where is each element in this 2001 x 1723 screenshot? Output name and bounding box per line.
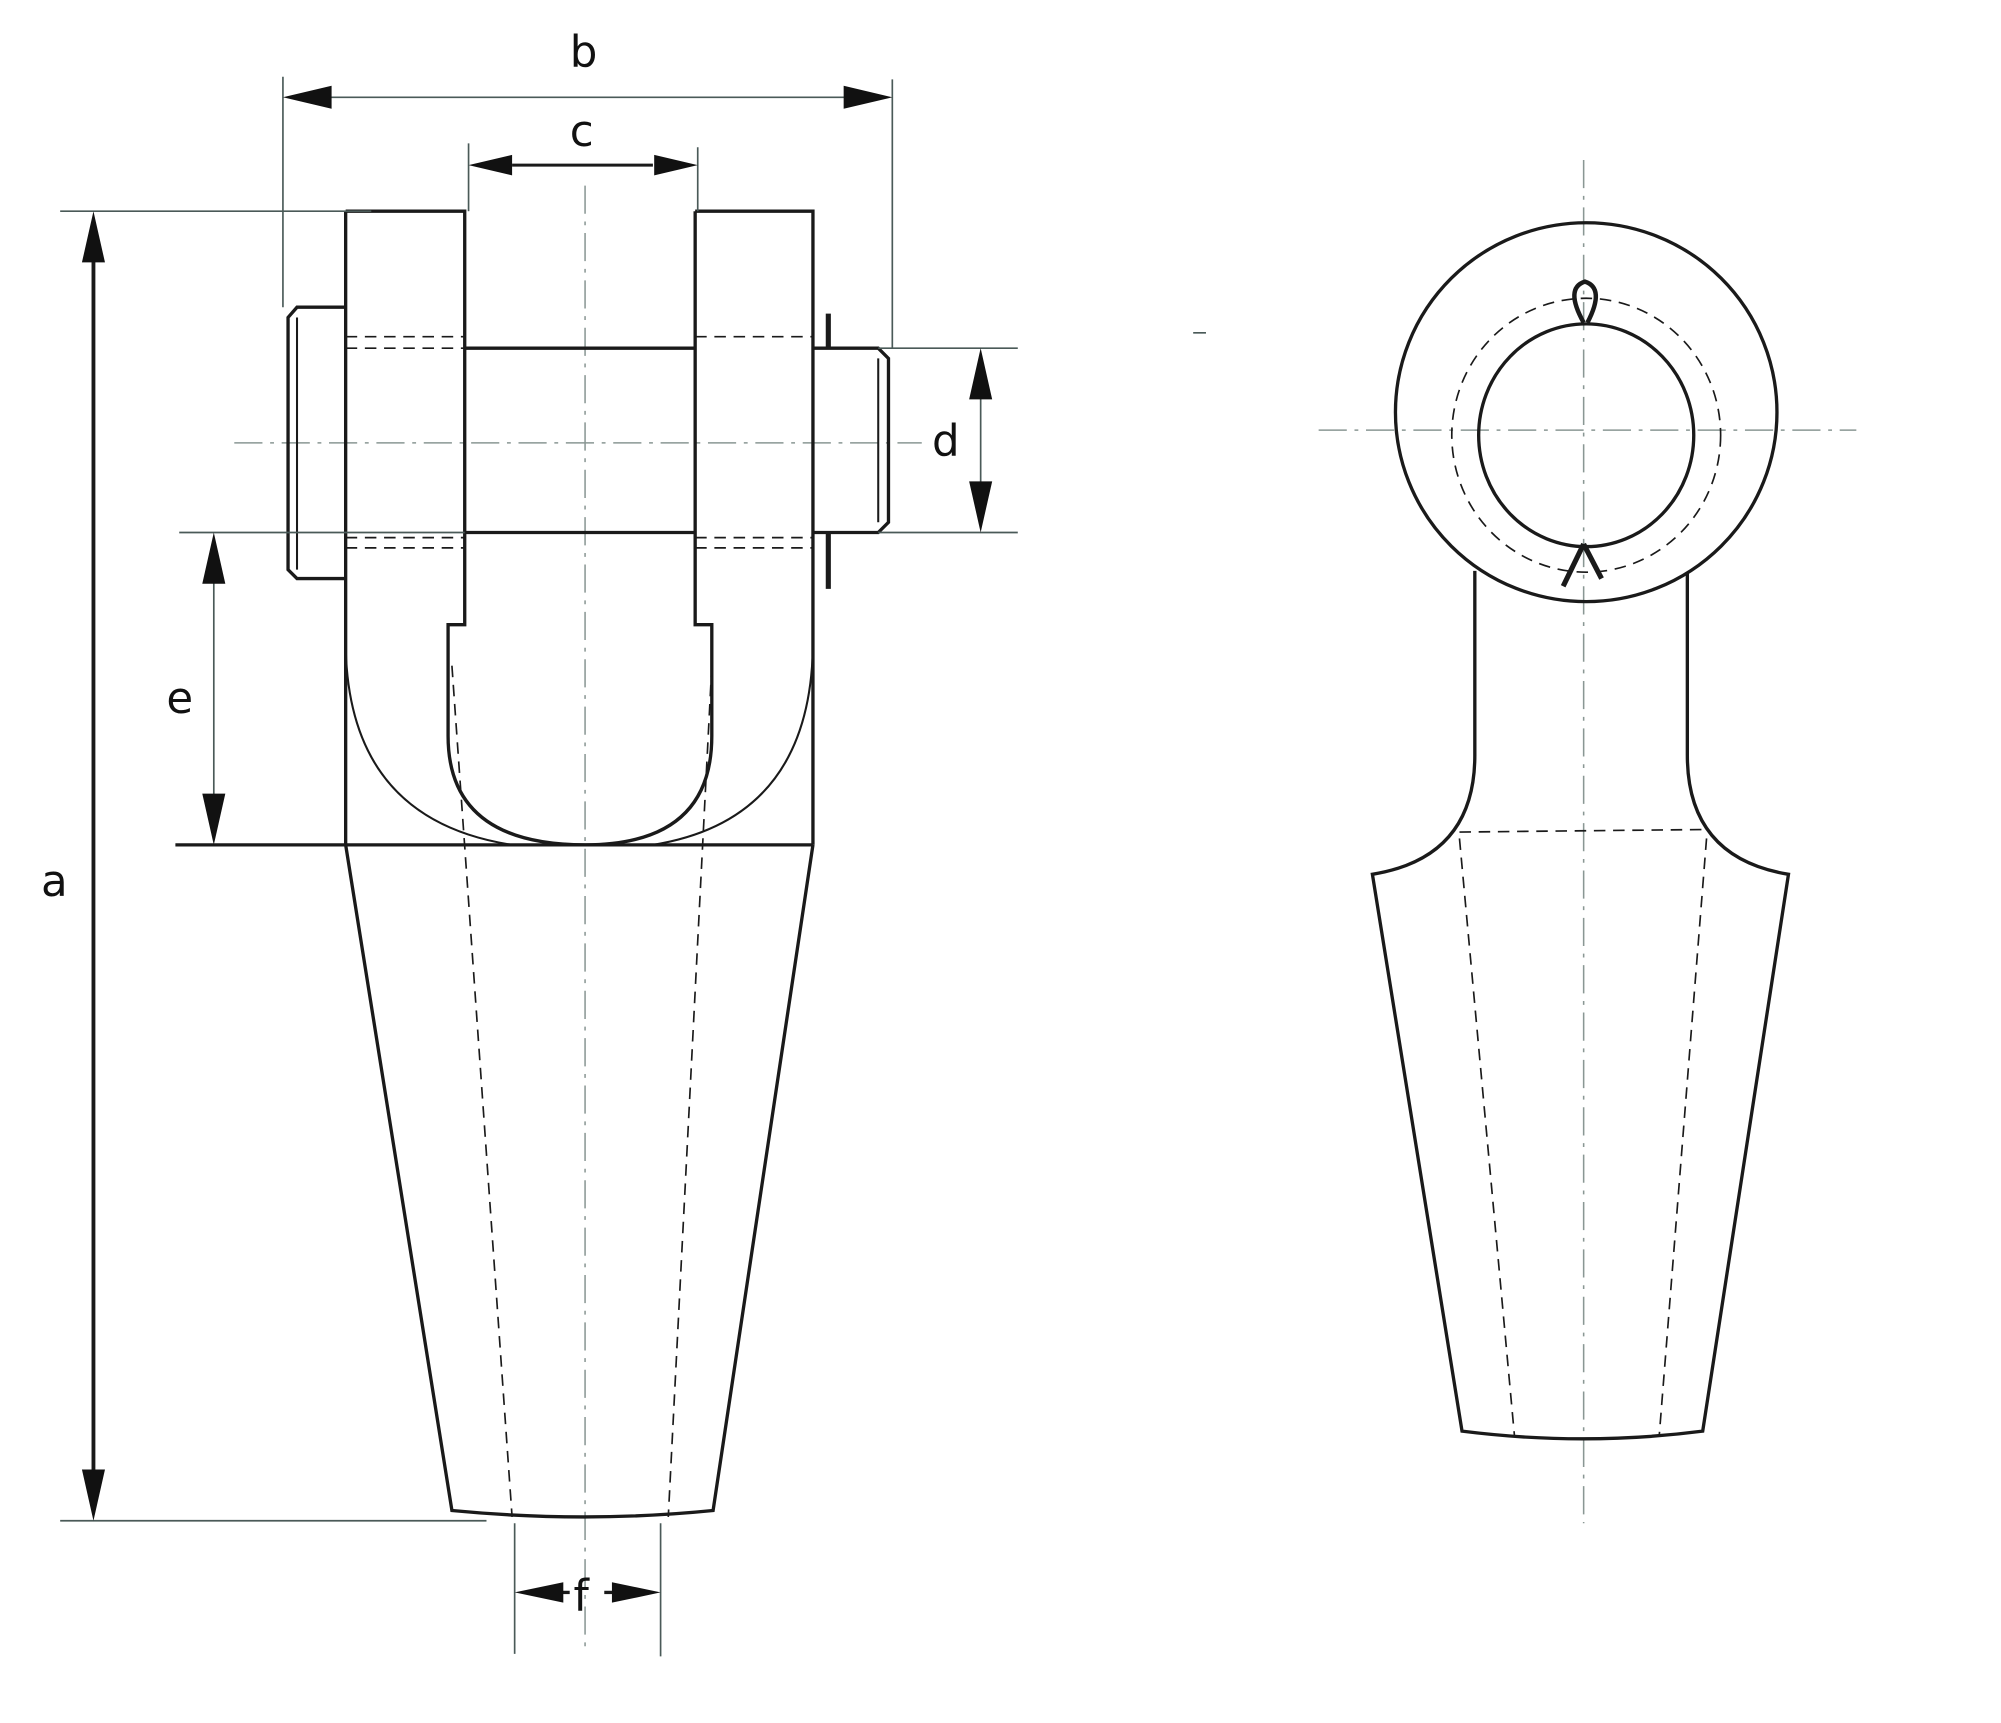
dim-label-c: c (570, 107, 594, 157)
dim-label-b: b (570, 28, 598, 78)
dim-label-e: e (166, 674, 193, 724)
side-view (1193, 160, 1857, 1524)
dim-label-a: a (41, 857, 68, 907)
dimensions: a b c d e f (41, 28, 1018, 1657)
front-view (175, 185, 922, 1652)
dim-label-d: d (932, 417, 960, 467)
dim-label-f: f (574, 1571, 591, 1621)
